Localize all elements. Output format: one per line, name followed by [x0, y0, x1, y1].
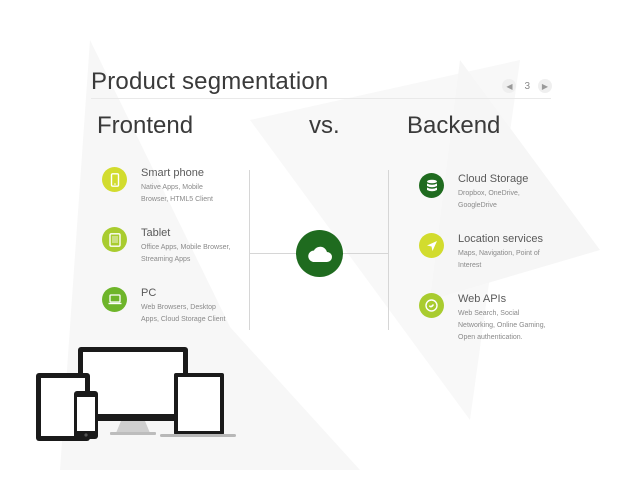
page-title: Product segmentation — [91, 68, 329, 95]
item-desc: Web Search, Social — [458, 310, 520, 317]
right-divider — [388, 170, 389, 330]
pager: ◀ 3 ▶ — [502, 79, 552, 93]
item-desc: Interest — [458, 262, 482, 269]
item-desc: Apps, Cloud Storage Client — [141, 316, 226, 323]
api-icon — [419, 293, 444, 318]
item-desc: Native Apps, Mobile — [141, 184, 203, 191]
cloud-icon — [307, 246, 332, 262]
item-desc: Dropbox, OneDrive, — [458, 190, 520, 197]
backend-item-cloud-storage: Cloud Storage Dropbox, OneDrive, GoogleD… — [419, 173, 528, 212]
tablet-icon — [102, 227, 127, 252]
item-desc: Office Apps, Mobile Browser, — [141, 244, 231, 251]
title-divider — [91, 98, 551, 99]
item-title: Cloud Storage — [458, 173, 529, 185]
backend-item-location-services: Location services Maps, Navigation, Poin… — [419, 233, 543, 272]
item-desc: Maps, Navigation, Point of — [458, 250, 540, 257]
item-desc: GoogleDrive — [458, 202, 497, 209]
backend-heading: Backend — [407, 112, 501, 139]
smartphone-icon — [102, 167, 127, 192]
chevron-left-icon[interactable]: ◀ — [502, 79, 517, 93]
cloud-badge — [296, 230, 343, 277]
versus-heading: vs. — [309, 112, 340, 139]
item-desc: Web Browsers, Desktop — [141, 304, 216, 311]
chevron-right-icon[interactable]: ▶ — [538, 79, 552, 93]
frontend-item-pc: PC Web Browsers, Desktop Apps, Cloud Sto… — [102, 287, 225, 326]
location-arrow-icon — [419, 233, 444, 258]
left-divider — [249, 170, 250, 330]
item-title: Location services — [458, 233, 543, 245]
item-title: Smart phone — [141, 167, 204, 179]
item-title: Web APIs — [458, 293, 507, 305]
database-icon — [419, 173, 444, 198]
item-title: Tablet — [141, 227, 171, 239]
laptop-icon — [102, 287, 127, 312]
backend-item-web-apis: Web APIs Web Search, Social Networking, … — [419, 293, 546, 344]
frontend-item-smartphone: Smart phone Native Apps, Mobile Browser,… — [102, 167, 213, 206]
devices-illustration — [36, 347, 236, 441]
item-title: PC — [141, 287, 157, 299]
frontend-item-tablet: Tablet Office Apps, Mobile Browser, Stre… — [102, 227, 230, 266]
item-desc: Open authentication. — [458, 334, 523, 341]
item-desc: Streaming Apps — [141, 256, 191, 263]
page-number: 3 — [524, 80, 530, 92]
item-desc: Networking, Online Gaming, — [458, 322, 546, 329]
frontend-heading: Frontend — [97, 112, 194, 139]
item-desc: Browser, HTML5 Client — [141, 196, 213, 203]
